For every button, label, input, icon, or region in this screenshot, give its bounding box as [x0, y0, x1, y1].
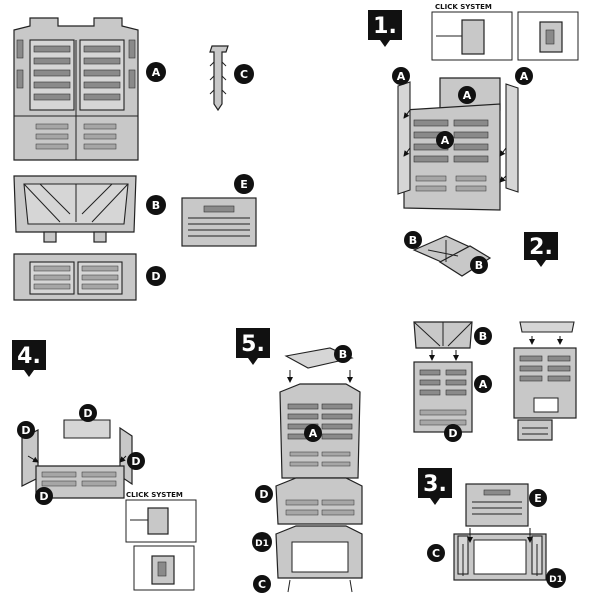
badge-step1-a-left-label: A [397, 70, 406, 83]
badge-part-a: A [146, 62, 166, 82]
badge-step5-d-label: D [259, 488, 268, 501]
badge-step1-a-center-label: A [441, 134, 450, 147]
badge-part-c-label: C [240, 68, 248, 81]
badge-part-e-label: E [240, 178, 248, 191]
badge-step5-d: D [255, 485, 273, 503]
step-2-label: 2. [529, 235, 553, 260]
step-5-exploded-assembly [275, 347, 363, 593]
click-system-inset-2 [125, 499, 197, 591]
badge-step1-a-center: A [436, 131, 454, 149]
step-5-marker: 5. [236, 328, 270, 365]
badge-step2-b-right-label: B [475, 259, 483, 272]
badge-step4-d-top: D [79, 404, 97, 422]
badge-step2-b-lid-label: B [479, 330, 487, 343]
badge-step2-b-right: B [470, 256, 488, 274]
badge-step4-d-bottom: D [35, 487, 53, 505]
click-system-caption-1: CLICK SYSTEM [435, 3, 492, 11]
step-1-marker: 1. [368, 10, 402, 47]
badge-step5-b: B [334, 345, 352, 363]
part-e-hatch [181, 197, 257, 247]
badge-step2-b-left: B [404, 231, 422, 249]
step-3-hatch [465, 483, 529, 527]
badge-step3-c: C [427, 544, 445, 562]
badge-step5-a: A [304, 424, 322, 442]
badge-part-c: C [234, 64, 254, 84]
part-d-base [13, 253, 137, 301]
badge-step1-a-right-label: A [520, 70, 529, 83]
badge-step2-b-lid: B [474, 327, 492, 345]
step-3-marker: 3. [418, 468, 452, 505]
badge-step3-e: E [529, 489, 547, 507]
badge-part-e: E [234, 174, 254, 194]
badge-step5-c: C [253, 575, 271, 593]
badge-step3-d1: D1 [546, 568, 566, 588]
part-a-panel [13, 17, 139, 161]
step-3-label: 3. [423, 472, 447, 497]
step-4-ring-assembly [21, 419, 133, 499]
badge-step4-d-left-label: D [21, 424, 30, 437]
badge-step4-d-right: D [127, 452, 145, 470]
step-1-label: 1. [373, 14, 397, 39]
badge-step2-a-body-label: A [479, 378, 488, 391]
badge-step5-c-label: C [258, 578, 266, 591]
badge-part-b-label: B [152, 199, 160, 212]
badge-step3-e-label: E [534, 492, 542, 505]
step-1-assembly [397, 77, 519, 211]
badge-step4-d-right-label: D [131, 455, 140, 468]
badge-step3-c-label: C [432, 547, 440, 560]
step-2-completed-bin [513, 321, 577, 441]
badge-part-a-label: A [152, 66, 161, 79]
part-c-peg [209, 45, 229, 112]
badge-step5-a-label: A [309, 427, 318, 440]
badge-step1-a-top-label: A [463, 89, 472, 102]
step-2-lid-halves [412, 235, 492, 277]
step-3-base-with-pegs [453, 528, 547, 581]
badge-step2-a-body: A [474, 375, 492, 393]
click-system-caption-2: CLICK SYSTEM [126, 491, 183, 499]
badge-step5-d1-label: D1 [255, 539, 269, 549]
badge-step5-b-label: B [339, 348, 347, 361]
step-4-label: 4. [17, 344, 41, 369]
badge-part-b: B [146, 195, 166, 215]
badge-part-d: D [146, 266, 166, 286]
badge-step5-d1: D1 [252, 532, 272, 552]
step-2-lid-on-body [413, 321, 473, 433]
badge-step3-d1-label: D1 [549, 575, 563, 585]
step-2-marker: 2. [524, 232, 558, 267]
step-4-marker: 4. [12, 340, 46, 377]
step-5-label: 5. [241, 332, 265, 357]
badge-step4-d-top-label: D [83, 407, 92, 420]
badge-step1-a-left: A [392, 67, 410, 85]
part-a-slots [33, 45, 121, 150]
badge-step4-d-left: D [17, 421, 35, 439]
badge-part-d-label: D [151, 270, 160, 283]
click-system-inset-1 [431, 11, 579, 61]
badge-step1-a-right: A [515, 67, 533, 85]
badge-step1-a-top: A [458, 86, 476, 104]
badge-step2-b-left-label: B [409, 234, 417, 247]
part-b-lid [13, 175, 137, 243]
badge-step4-d-bottom-label: D [39, 490, 48, 503]
badge-step2-d-base-label: D [448, 427, 457, 440]
badge-step2-d-base: D [444, 424, 462, 442]
